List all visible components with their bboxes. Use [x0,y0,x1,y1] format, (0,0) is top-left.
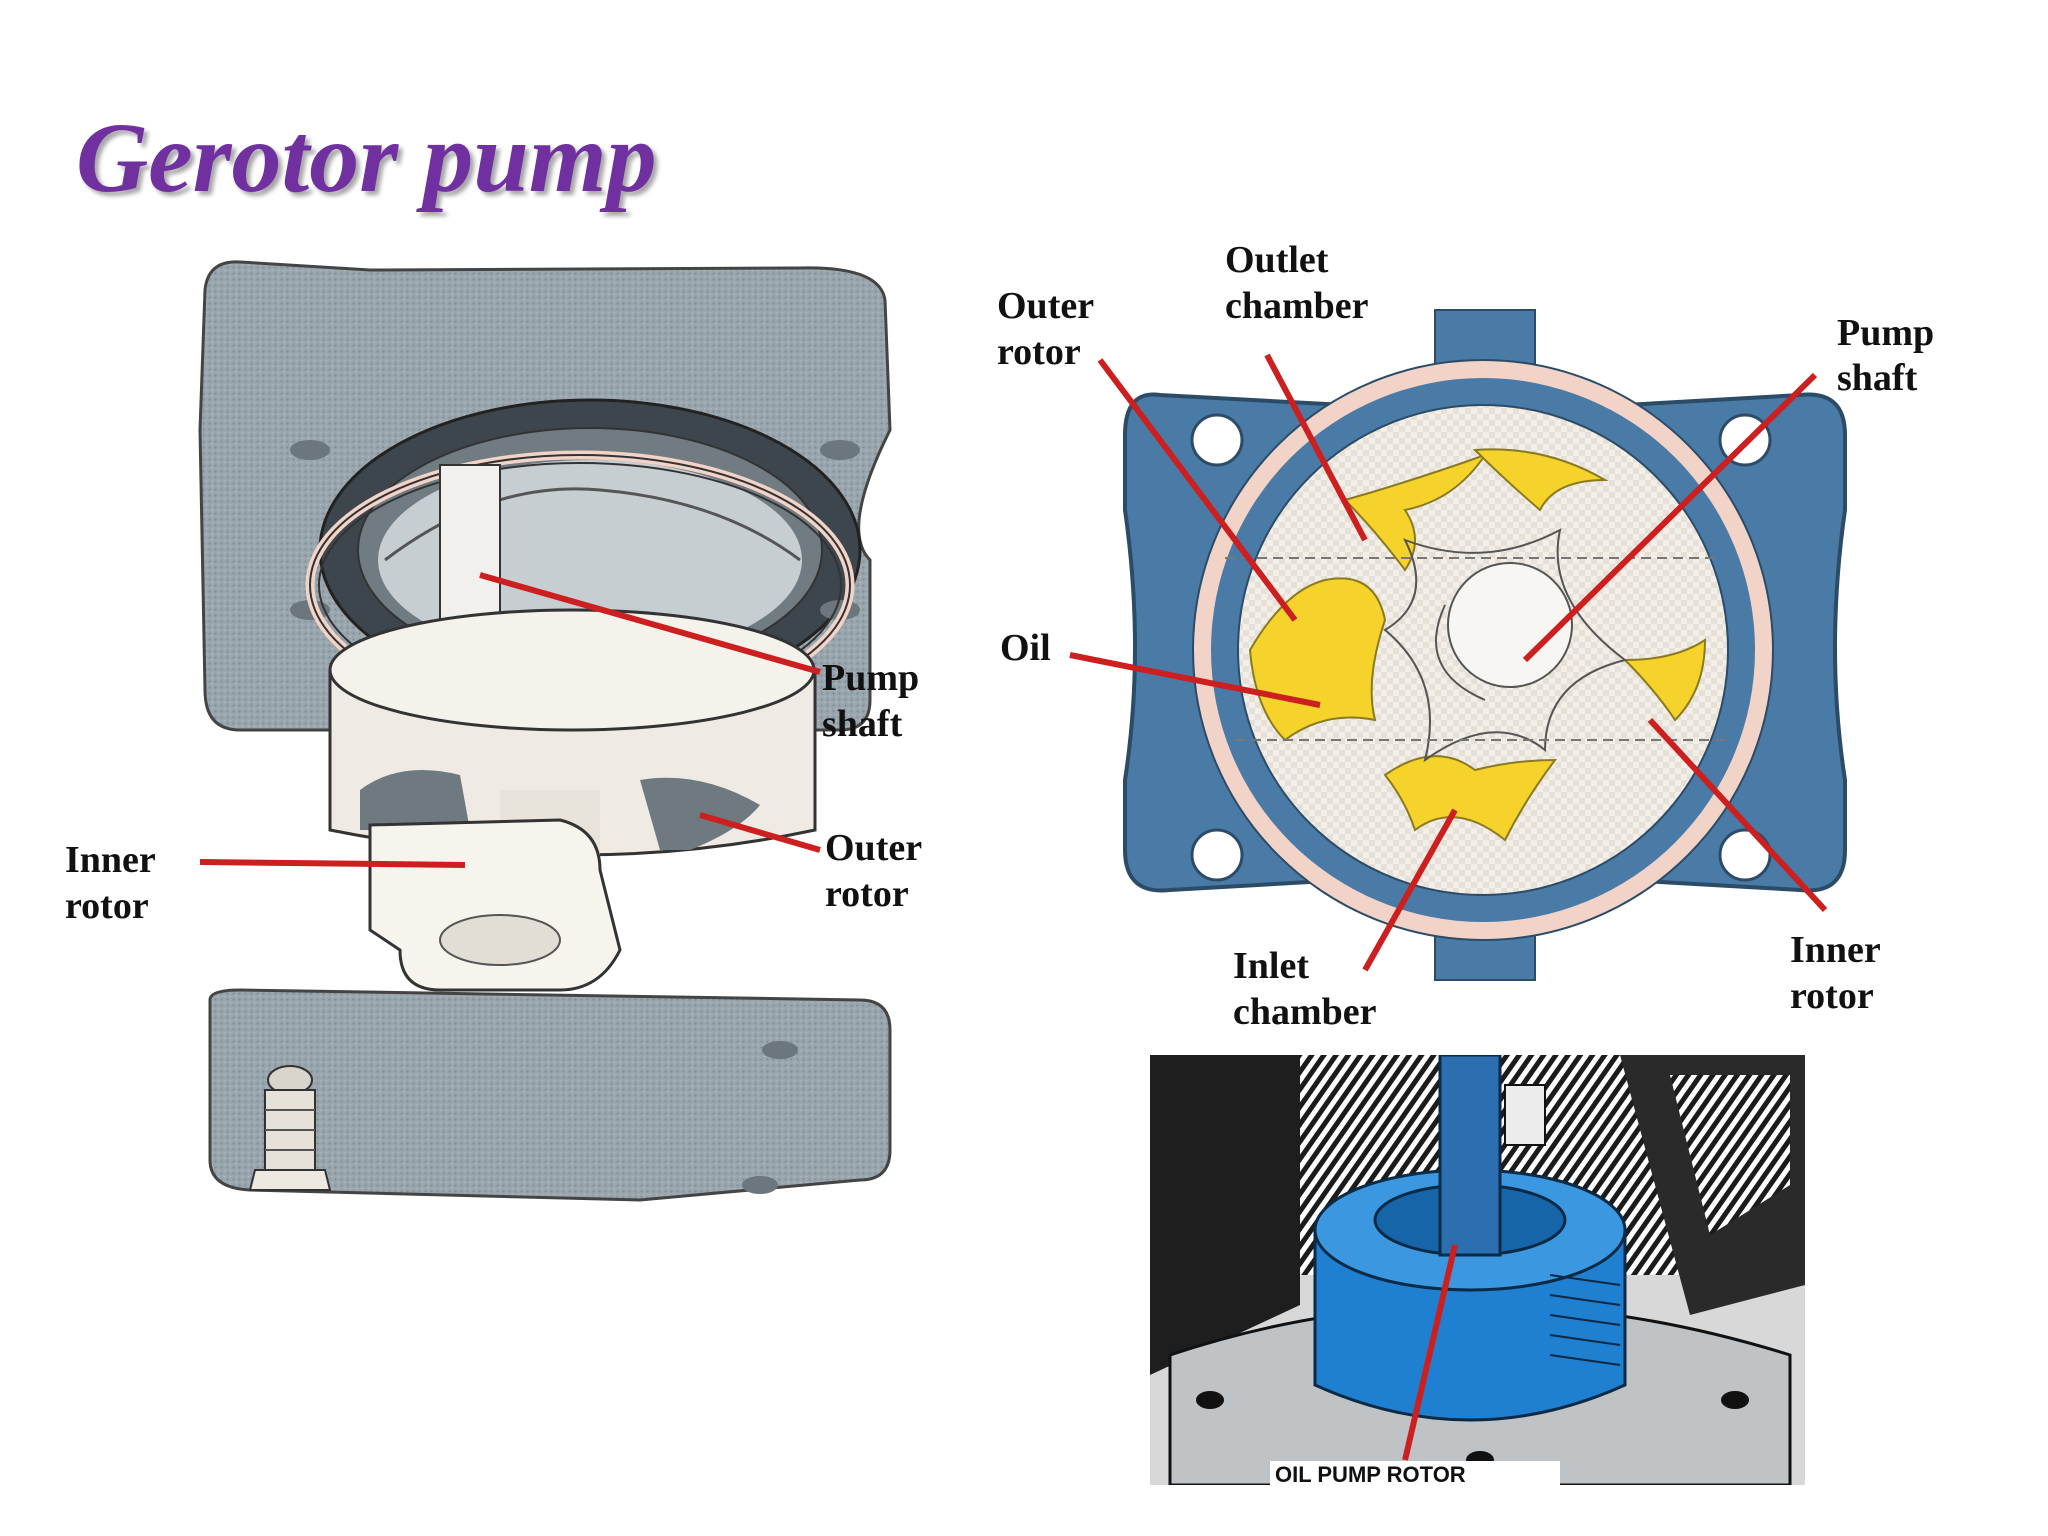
exploded-pump-diagram: Pump shaft Outer rotor Inner rotor [65,260,931,1202]
leader-oil [1069,652,1321,708]
label-oil: Oil [1000,627,1051,669]
inner-rotor [368,818,622,992]
leader-outer-rotor [699,812,821,853]
base-plate [208,988,892,1202]
pump-shaft-section [1447,562,1573,688]
label-pump-shaft-cs: Pump shaft [1837,312,1944,399]
label-pump-shaft: Pump shaft [822,657,929,745]
oil-pump-rotor-caption: OIL PUMP ROTOR [1275,1462,1466,1485]
label-inlet-chamber: Inlet chamber [1233,945,1377,1033]
leader-outlet-chamber [1264,353,1368,542]
leader-inner-rotor [199,859,466,868]
label-inner-rotor: Inner rotor [65,839,165,927]
label-inner-rotor-cs: Inner rotor [1790,929,1890,1017]
leader-pump-shaft-cs [1522,372,1818,663]
leader-oil-pump-rotor [1402,1244,1458,1461]
cross-section-diagram: Outer rotor Outlet chamber Pump shaft Oi… [997,240,1944,1033]
inner-rotor-outline [1383,528,1628,763]
label-outlet-chamber: Outlet chamber [1225,240,1369,327]
label-outer-rotor-cs: Outer rotor [997,285,1103,373]
cross-section-leaders [1069,353,1828,972]
leader-inner-rotor-cs [1647,717,1828,913]
rotor-shaft [1438,1055,1502,1257]
leader-pump-shaft [479,572,821,675]
label-outer-rotor: Outer rotor [825,827,931,915]
slide-title: Gerotor pump [76,102,657,213]
leader-inlet-chamber [1362,808,1458,972]
bolt [264,1089,316,1181]
leader-outer-rotor-cs [1097,358,1298,622]
oil-pump-rotor-illustration: OIL PUMP ROTOR [1150,1055,1805,1485]
